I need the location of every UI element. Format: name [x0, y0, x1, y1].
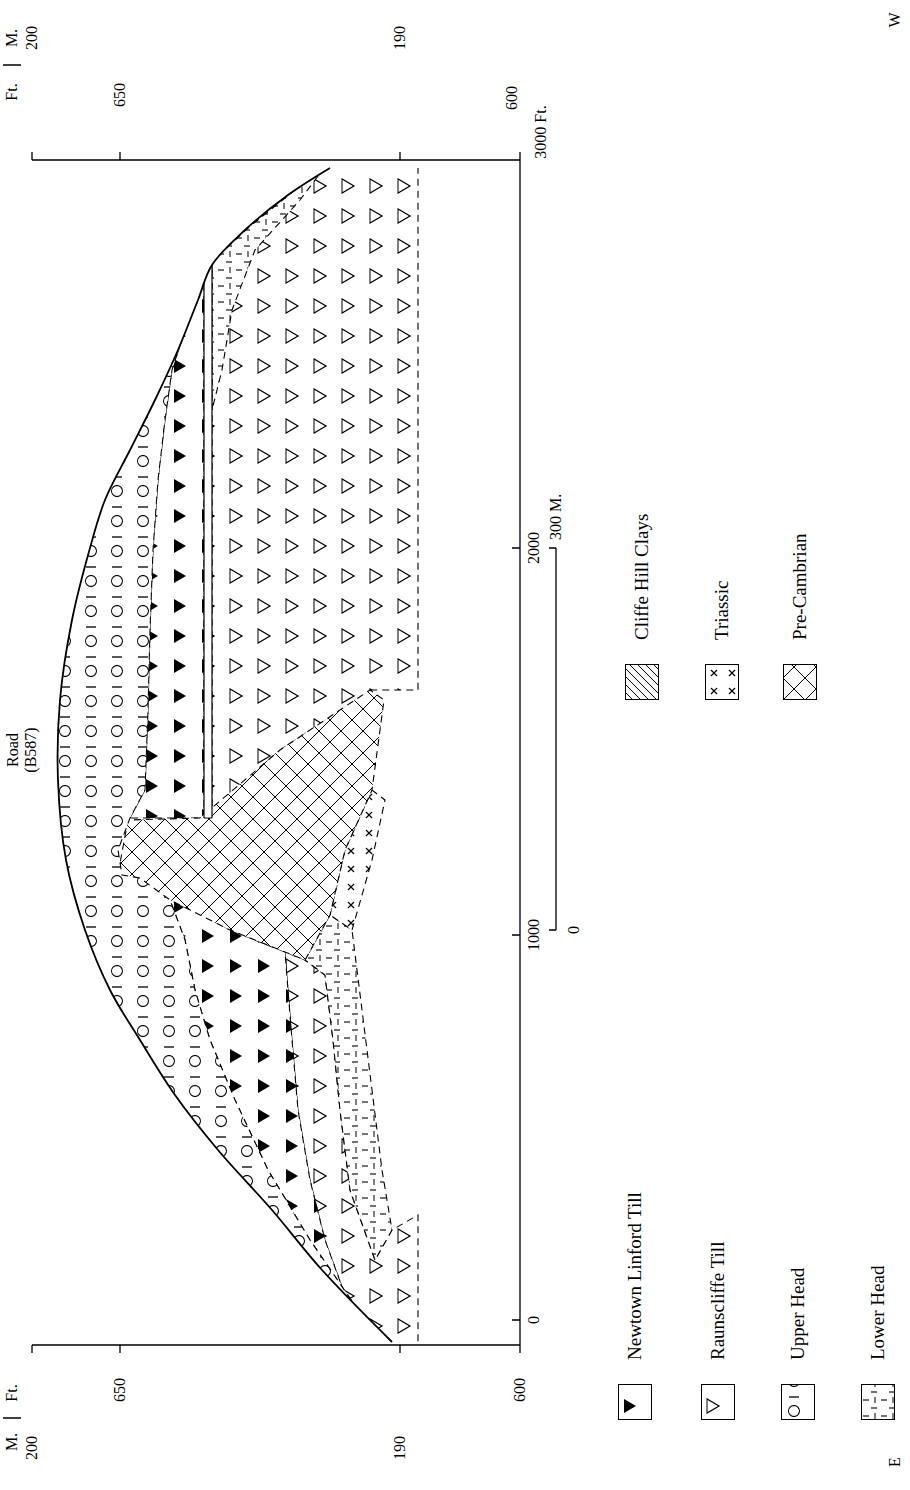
axis-label: 1000 [525, 919, 543, 951]
axis-label: Road (B587) [4, 715, 41, 785]
label-text: 3000 Ft. [532, 105, 550, 158]
legend-entry: Triassic [705, 581, 739, 700]
label-text: M. [3, 29, 21, 47]
legend-entry: Pre-Cambrian [783, 533, 817, 700]
legend-entry: Lower Head [861, 1266, 895, 1420]
swatch-fill [782, 1385, 815, 1420]
axis-label: 200 [23, 26, 41, 50]
axis-label: 300 M. [547, 494, 565, 540]
axis-label: M. [3, 29, 21, 47]
legend-entry: Cliffe Hill Clays [625, 514, 659, 700]
label-text: 190 [391, 26, 409, 50]
axis-label: 2000 [525, 532, 543, 564]
axis-label: Ft. [3, 83, 21, 100]
axis-label: 190 [391, 1436, 409, 1460]
axis-label: 3000 Ft. [532, 105, 550, 158]
legend-swatch [701, 1384, 735, 1420]
label-text: 2000 [525, 532, 543, 564]
label-text: W [886, 12, 904, 27]
label-text: 300 M. [547, 494, 565, 540]
swatch-fill [706, 665, 739, 700]
upper-head [0, 330, 358, 1310]
label-text: E [886, 1457, 904, 1467]
legend-text: Lower Head [867, 1266, 889, 1360]
lower-head-west [212, 160, 330, 410]
legend-entry: Raunscliffe Till [701, 1242, 735, 1420]
legend-text: Pre-Cambrian [789, 533, 811, 640]
legend-text: Cliffe Hill Clays [631, 514, 653, 640]
swatch-fill [619, 1385, 652, 1420]
axis-label: Ft. [3, 1384, 21, 1401]
clay-lines [204, 262, 212, 818]
label-text: 0 [525, 1316, 543, 1324]
label-text: 600 [503, 86, 521, 110]
legend-swatch [618, 1384, 652, 1420]
swatch-fill [784, 665, 817, 700]
legend-text: Triassic [711, 581, 733, 640]
raunscliffe-till-west [204, 145, 418, 818]
axis-label: 600 [503, 86, 521, 110]
axis-label: 650 [111, 83, 129, 107]
label-text: Ft. [3, 83, 21, 100]
legend-swatch [705, 664, 739, 700]
cliffe-hill-clays [204, 262, 212, 818]
ground-surface [58, 168, 392, 1342]
legend-swatch [783, 664, 817, 700]
legend-entry: Upper Head [781, 1268, 815, 1420]
axis-lines [3, 65, 556, 1418]
legend-text: Upper Head [787, 1268, 809, 1360]
axis-label: W [886, 12, 904, 27]
legend-swatch [861, 1384, 895, 1420]
label-text: Road (B587) [4, 715, 41, 785]
legend-text: Raunscliffe Till [707, 1242, 729, 1360]
strata [0, 145, 418, 1350]
axis-label: 200 [23, 1436, 41, 1460]
label-text: Ft. [3, 1384, 21, 1401]
legend-swatch [625, 664, 659, 700]
axis-label: 600 [511, 1378, 529, 1402]
axis-label: 650 [111, 1378, 129, 1402]
legend-swatch [781, 1384, 815, 1420]
legend-entry: Newtown Linford Till [618, 1192, 652, 1420]
lower-head-east [305, 915, 392, 1260]
label-text: 650 [111, 1378, 129, 1402]
axis-label: 0 [525, 1316, 543, 1324]
label-text: 1000 [525, 919, 543, 951]
axis-label: 0 [565, 926, 583, 934]
label-text: 190 [391, 1436, 409, 1460]
label-text: 650 [111, 83, 129, 107]
swatch-fill [702, 1385, 735, 1420]
swatch-fill [862, 1385, 895, 1420]
legend-text: Newtown Linford Till [624, 1192, 646, 1360]
label-text: 0 [565, 926, 583, 934]
label-text: 200 [23, 1436, 41, 1460]
axis-label: M. [3, 1433, 21, 1451]
label-text: 200 [23, 26, 41, 50]
axis-label: 190 [391, 26, 409, 50]
label-text: M. [3, 1433, 21, 1451]
axis-label: E [886, 1457, 904, 1467]
swatch-fill [626, 665, 659, 700]
label-text: 600 [511, 1378, 529, 1402]
